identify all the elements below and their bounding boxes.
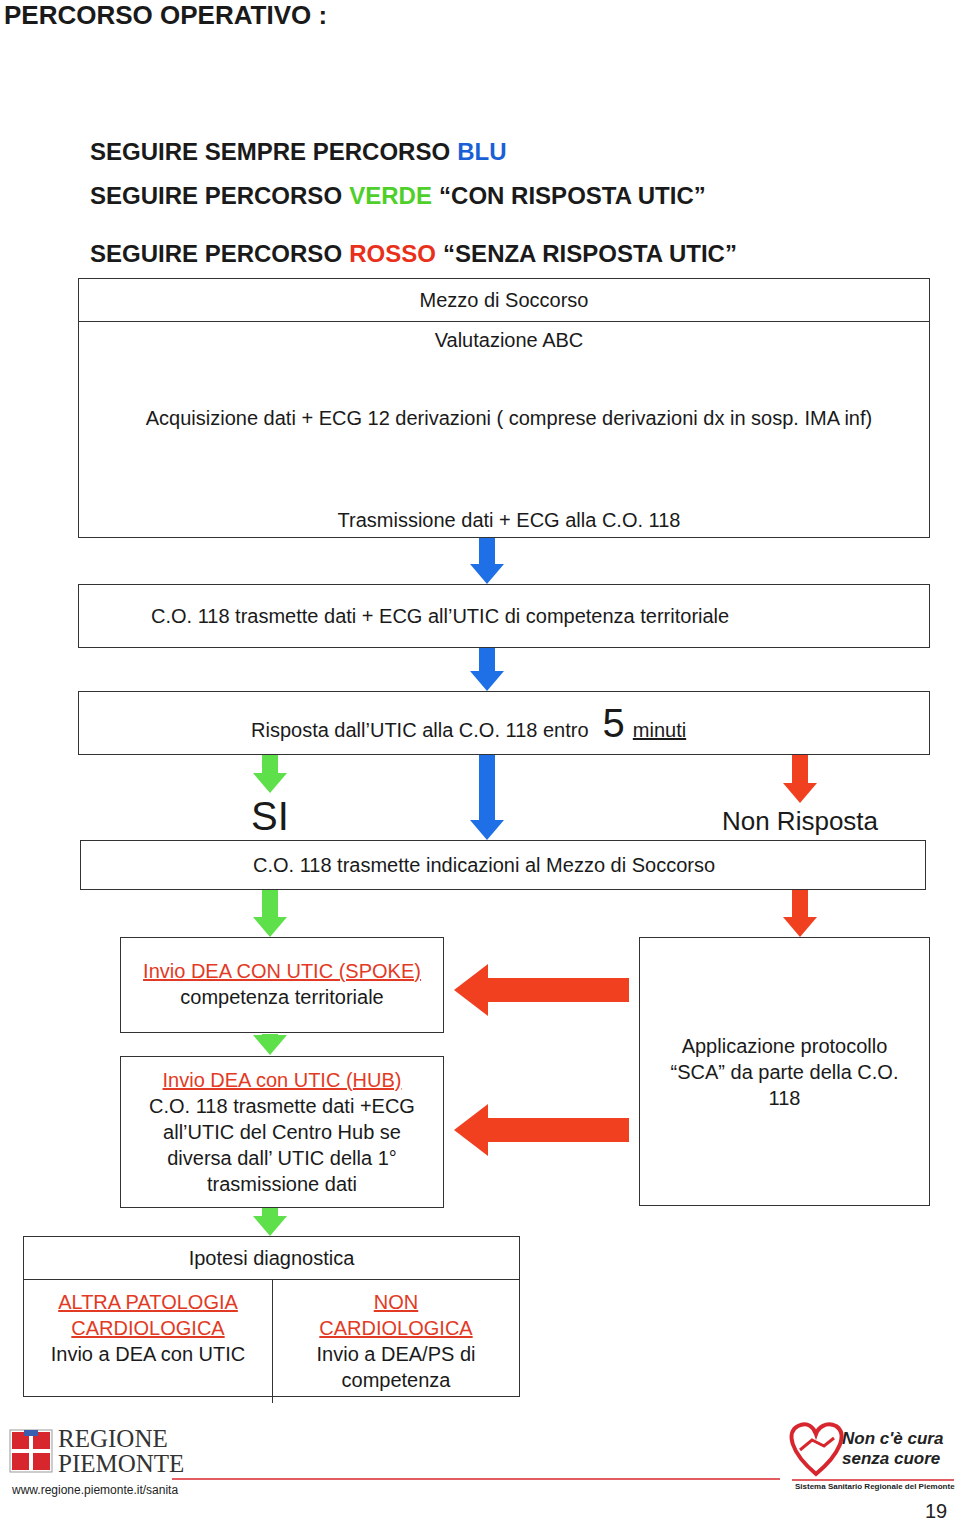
flow-arrow	[488, 978, 629, 1002]
instruction-text: “SENZA RISPOSTA UTIC”	[443, 240, 737, 268]
logo-frame	[10, 1430, 52, 1472]
regione-logo	[10, 1430, 52, 1472]
edge-label: SI	[248, 796, 292, 836]
logo-text: REGIONE	[58, 1425, 168, 1453]
instruction-text: BLU	[457, 138, 506, 166]
flow-arrow	[479, 648, 495, 671]
edge-label: Non Risposta	[719, 806, 881, 836]
process-box: C.O. 118 trasmette indicazioni al Mezzo …	[80, 840, 926, 890]
url-text: www.regione.piemonte.it/sanita	[12, 1483, 178, 1497]
panel-box: Mezzo di SoccorsoValutazione ABC Acquisiz…	[78, 278, 930, 538]
instruction-text: SEGUIRE PERCORSO	[90, 240, 342, 268]
box-text: Trasmissione dati + ECG alla C.O. 118	[139, 507, 879, 533]
box-text: Invio DEA CON UTIC (SPOKE)	[127, 958, 437, 984]
box-text: ALTRA PATOLOGIA CARDIOLOGICA	[32, 1289, 264, 1341]
instruction-text: SEGUIRE PERCORSO	[90, 182, 342, 210]
box-text: Acquisizione dati + ECG 12 derivazioni (…	[139, 405, 879, 431]
instruction-text: VERDE	[349, 182, 432, 210]
box-text: Risposta dall’UTIC alla C.O. 118 entro	[251, 717, 589, 743]
flow-arrow	[792, 755, 808, 783]
table-cell: NON CARDIOLOGICAInvio a DEA/PS di compet…	[272, 1279, 519, 1403]
instruction-line: SEGUIRE PERCORSOVERDE“CON RISPOSTA UTIC”	[90, 182, 706, 210]
logo-crown	[24, 1430, 38, 1436]
box-subtext: Invio a DEA/PS di competenza	[297, 1341, 495, 1393]
flow-arrow	[262, 890, 278, 917]
flow-arrow	[262, 755, 278, 773]
logo-text: PIEMONTE	[58, 1450, 184, 1478]
footer-rule	[172, 1478, 780, 1480]
flow-arrow	[792, 890, 808, 917]
flow-arrow	[262, 1208, 278, 1216]
box-subtext: competenza territoriale	[127, 984, 437, 1010]
logo-square	[12, 1453, 29, 1470]
process-box: C.O. 118 trasmette dati + ECG all’UTIC d…	[78, 584, 930, 648]
instruction-text: SEGUIRE SEMPRE PERCORSO	[90, 138, 450, 166]
instruction-text: “CON RISPOSTA UTIC”	[439, 182, 706, 210]
heart-outline	[792, 1424, 842, 1474]
flow-arrow	[479, 538, 495, 564]
box-subtext: minuti	[633, 717, 686, 743]
box-text: Ipotesi diagnostica	[24, 1237, 519, 1280]
instruction-line: SEGUIRE SEMPRE PERCORSOBLU	[90, 138, 507, 166]
page-title: PERCORSO OPERATIVO :	[4, 0, 327, 31]
logo-text: Sistema Sanitario Regionale del Piemonte	[795, 1482, 955, 1491]
box-text: C.O. 118 trasmette dati + ECG all’UTIC d…	[151, 603, 729, 629]
box-text: Invio DEA con UTIC (HUB)	[129, 1067, 435, 1093]
process-box: Risposta dall’UTIC alla C.O. 118 entro 5m…	[78, 691, 930, 755]
box-text: C.O. 118 trasmette indicazioni al Mezzo …	[253, 852, 715, 878]
box-subtext: Invio a DEA con UTIC	[32, 1341, 264, 1367]
instruction-line: SEGUIRE PERCORSOROSSO“SENZA RISPOSTA UTI…	[90, 240, 737, 268]
box-text: NON CARDIOLOGICA	[297, 1289, 495, 1341]
process-box: Invio DEA con UTIC (HUB)C.O. 118 trasmet…	[120, 1056, 444, 1208]
instruction-text: ROSSO	[349, 240, 436, 268]
flow-arrow	[488, 1118, 629, 1142]
logo-square	[33, 1453, 50, 1470]
box-text: Applicazione protocollo “SCA” da parte d…	[654, 1033, 915, 1111]
process-box: Applicazione protocollo “SCA” da parte d…	[639, 937, 930, 1206]
process-box: Invio DEA CON UTIC (SPOKE)competenza ter…	[120, 937, 444, 1033]
table-cell: ALTRA PATOLOGIA CARDIOLOGICAInvio a DEA …	[24, 1279, 272, 1396]
box-subtext: 5	[603, 700, 625, 746]
panel-box: Ipotesi diagnosticaALTRA PATOLOGIA CARDI…	[23, 1236, 520, 1397]
heart-logo	[792, 1424, 954, 1480]
footer-rule	[792, 1479, 954, 1481]
box-subtext: C.O. 118 trasmette dati +ECG all’UTIC de…	[129, 1093, 435, 1197]
logo-slogan: Non c'è cura senza cuore	[842, 1429, 954, 1469]
box-text: Mezzo di Soccorso	[79, 279, 929, 322]
flow-arrow	[479, 755, 495, 820]
step-text: Acquisizione dati + ECG 12 derivazioni (…	[139, 405, 879, 431]
page-number: 19	[925, 1500, 947, 1521]
box-text: Valutazione ABC	[139, 327, 879, 353]
step-text: Valutazione ABC	[139, 327, 879, 353]
heart-hand	[800, 1438, 834, 1450]
step-text: Trasmissione dati + ECG alla C.O. 118	[139, 507, 879, 533]
flow-arrow	[262, 1034, 278, 1035]
